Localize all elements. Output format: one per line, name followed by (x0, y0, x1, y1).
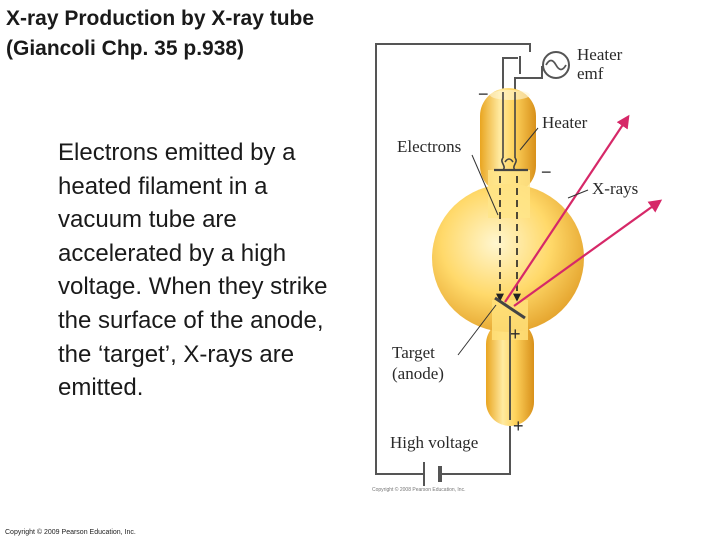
diagram-copyright: Copyright © 2008 Pearson Education, Inc. (372, 486, 465, 493)
battery-symbol (423, 462, 442, 486)
sign-plus-target: + (510, 324, 521, 344)
heater-filament (494, 92, 528, 172)
label-heater-emf-1: Heater (577, 45, 623, 64)
label-target: Target (392, 343, 435, 362)
title-line-2: (Giancoli Chp. 35 p.938) (6, 37, 245, 60)
copyright-notice: Copyright © 2009 Pearson Education, Inc. (5, 529, 136, 536)
sign-minus-top: − (478, 84, 489, 104)
heater-emf-source (542, 51, 570, 79)
sign-minus-filament: − (541, 162, 552, 182)
label-electrons: Electrons (397, 137, 461, 156)
page-title: X-ray Production by X-ray tube (Giancoli… (6, 4, 314, 64)
circuit-wires (375, 43, 543, 475)
label-xrays: X-rays (592, 179, 638, 198)
xray-tube (432, 88, 584, 426)
label-anode: (anode) (392, 364, 444, 383)
electron-beam (496, 176, 521, 302)
label-high-voltage: High voltage (390, 433, 478, 452)
anode-target (494, 296, 526, 420)
label-heater: Heater (542, 113, 588, 132)
label-leaders (457, 127, 589, 356)
sign-plus-bottom: + (513, 416, 524, 436)
title-line-1: X-ray Production by X-ray tube (6, 7, 315, 30)
label-heater-emf-2: emf (577, 64, 604, 83)
description-text: Electrons emitted by a heated filament i… (58, 139, 328, 402)
xray-rays (504, 114, 663, 307)
